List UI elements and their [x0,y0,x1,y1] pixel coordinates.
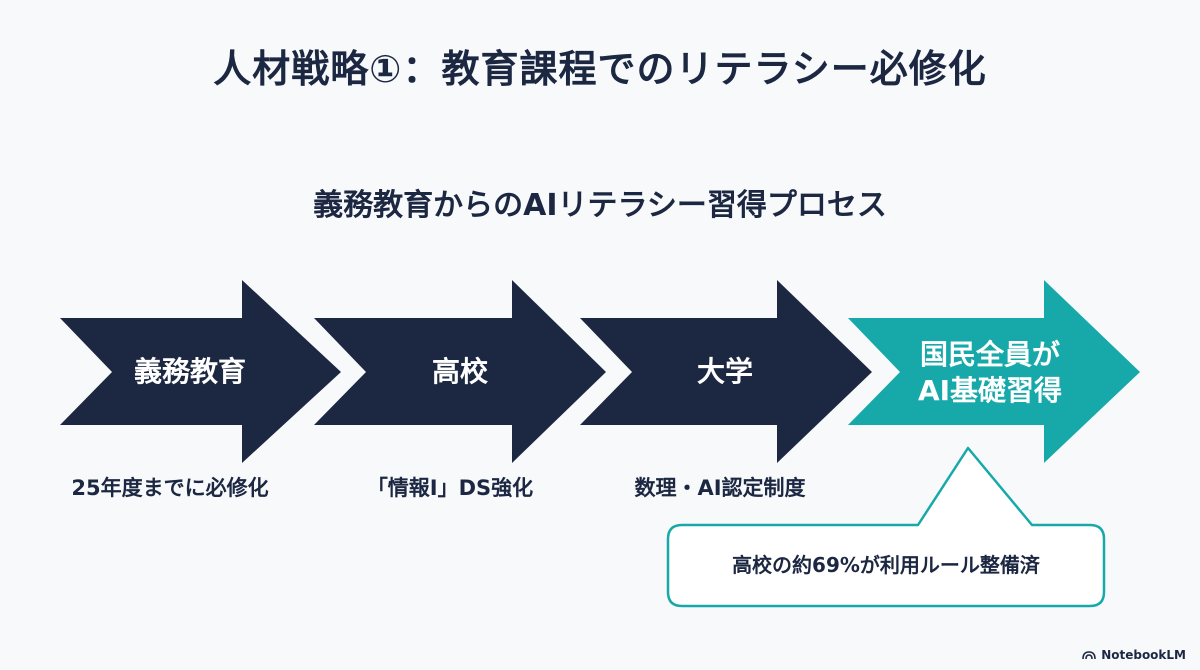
step-label-compulsory-education: 義務教育 [133,355,246,388]
step-label-all-citizens-line1: 国民全員が [919,338,1060,371]
step-label-all-citizens-line2: AI基礎習得 [917,374,1063,407]
step-caption-university: 数理・AI認定制度 [634,476,806,500]
step-caption-compulsory-education: 25年度までに必修化 [71,476,269,500]
step-arrow-all-citizens [848,280,1140,463]
step-label-high-school: 高校 [431,355,488,388]
step-label-all-citizens: 国民全員が AI基礎習得 [880,337,1100,409]
page-title: 人材戦略①：教育課程でのリテラシー必修化 [213,47,987,91]
callout-text: 高校の約69%が利用ルール整備済 [732,553,1040,577]
step-label-university: 大学 [696,355,753,388]
step-arrow-high-school [314,280,606,463]
notebooklm-logo-icon [1082,651,1096,660]
step-caption-high-school: 「情報I」DS強化 [366,476,534,500]
step-arrow-compulsory-education [60,280,341,463]
diagram-subtitle: 義務教育からのAIリテラシー習得プロセス [313,188,887,223]
callout-bubble [666,446,1106,608]
brand-mark: NotebookLM [1082,648,1186,662]
step-arrow-university [580,280,872,463]
brand-name: NotebookLM [1101,648,1186,662]
